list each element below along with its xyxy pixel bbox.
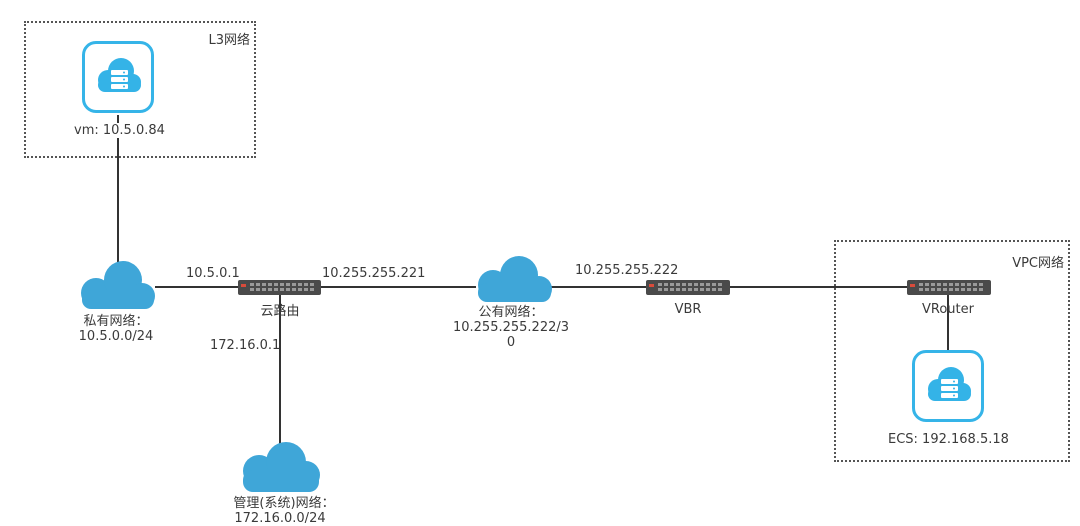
vrouter-switch-icon: [907, 280, 991, 295]
router-public-ip-label: 10.255.255.221: [322, 266, 426, 281]
l3-network-zone-label: L3网络: [208, 33, 250, 48]
vrouter-label: VRouter: [922, 302, 974, 317]
ecs-server-box: [912, 350, 984, 422]
l3-network-zone: L3网络: [24, 21, 256, 158]
public-network-label: 公有网络：: [478, 305, 544, 320]
private-network-label: 私有网络：: [83, 314, 149, 329]
vbr-switch-icon: [646, 280, 730, 295]
cloud-router-label: 云路由: [260, 304, 300, 319]
router-private-ip-label: 10.5.0.1: [186, 266, 240, 281]
vm-server-box: [82, 41, 154, 113]
management-network-cloud-icon: [243, 442, 320, 492]
vbr-ip-label: 10.255.255.222: [575, 263, 679, 278]
vpc-network-zone-label: VPC网络: [1012, 256, 1064, 271]
public-network-subnet-wrap: 0: [506, 335, 516, 350]
router-mgmt-ip-label: 172.16.0.1: [210, 338, 281, 353]
private-network-cloud-icon: [81, 261, 155, 309]
management-network-label: 管理(系统)网络：: [233, 496, 335, 511]
public-network-cloud-icon: [478, 256, 552, 302]
public-network-subnet: 10.255.255.222/3: [452, 320, 570, 335]
management-network-subnet: 172.16.0.0/24: [234, 511, 326, 526]
vpc-network-zone: VPC网络: [834, 240, 1070, 462]
vbr-label: VBR: [674, 302, 702, 317]
cloud-router-switch-icon: [238, 280, 321, 295]
cloud-server-icon: [928, 367, 971, 401]
private-network-subnet: 10.5.0.0/24: [78, 329, 154, 344]
cloud-server-icon: [98, 58, 141, 92]
vm-label: vm: 10.5.0.84: [72, 123, 167, 138]
ecs-label: ECS: 192.168.5.18: [888, 432, 1009, 447]
